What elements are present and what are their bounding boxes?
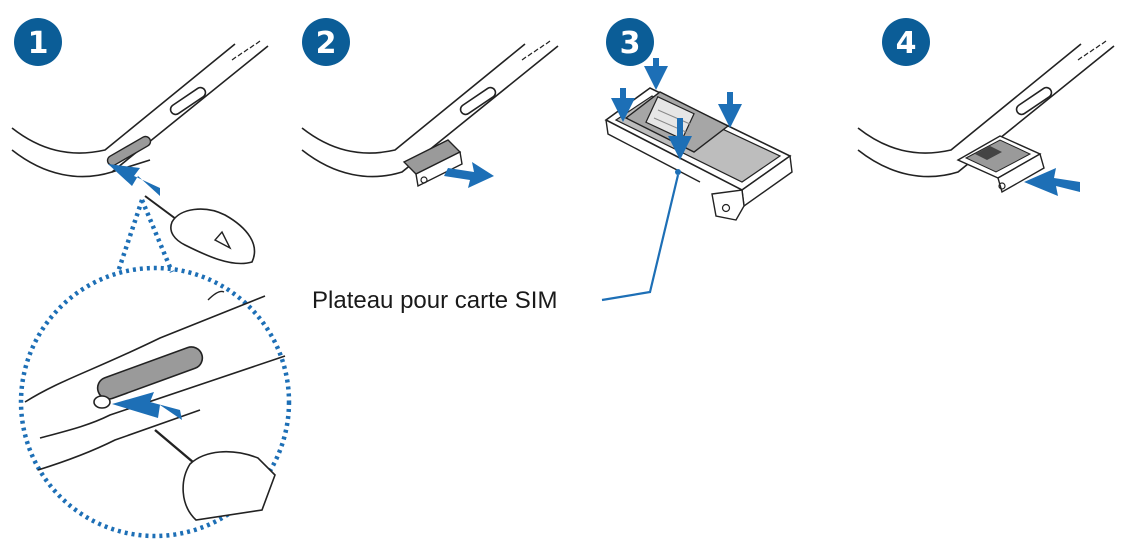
step-1-tray-slot: [106, 135, 152, 167]
step-4-phone-edge: [857, 43, 1115, 178]
step-2: 2: [301, 18, 559, 188]
step-2-speaker-grille: [521, 40, 551, 61]
step-4: 4: [857, 18, 1115, 196]
step-2-usb-port: [459, 86, 497, 116]
step-3-insert-arrows: [611, 58, 742, 160]
zoom-push-arrow: [112, 392, 182, 420]
tray-callout-leader: [601, 169, 681, 302]
step-1: 1: [11, 18, 292, 539]
step-4-usb-port: [1015, 86, 1053, 116]
sim-tray: [604, 87, 793, 221]
step-1-badge: 1: [14, 18, 62, 66]
step-2-pull-arrow: [444, 162, 494, 188]
step-1-zoom-detail: [24, 290, 286, 521]
step-2-phone-edge: [301, 43, 559, 178]
step-2-tray-out: [402, 139, 463, 188]
step-1-ejection-pin: [144, 195, 256, 265]
zoom-tray-slot: [96, 346, 204, 400]
step-3-number: 3: [620, 26, 641, 61]
step-2-number: 2: [316, 26, 337, 61]
step-3-badge: 3: [606, 18, 654, 66]
step-4-speaker-grille: [1077, 40, 1107, 61]
step-4-push-arrow: [1024, 168, 1080, 196]
step-1-speaker-grille: [231, 40, 261, 61]
step-1-push-arrow: [108, 164, 160, 196]
step-4-number: 4: [896, 26, 917, 61]
step-3: 3: [601, 18, 793, 302]
step-4-badge: 4: [882, 18, 930, 66]
step-4-tray-in: [956, 135, 1045, 194]
step-1-phone-edge: [11, 43, 269, 178]
step-1-usb-port: [169, 86, 207, 116]
step-1-zoom-callout: [18, 199, 292, 539]
sim-tray-label: Plateau pour carte SIM: [312, 287, 557, 314]
step-2-badge: 2: [302, 18, 350, 66]
step-1-number: 1: [28, 26, 49, 61]
